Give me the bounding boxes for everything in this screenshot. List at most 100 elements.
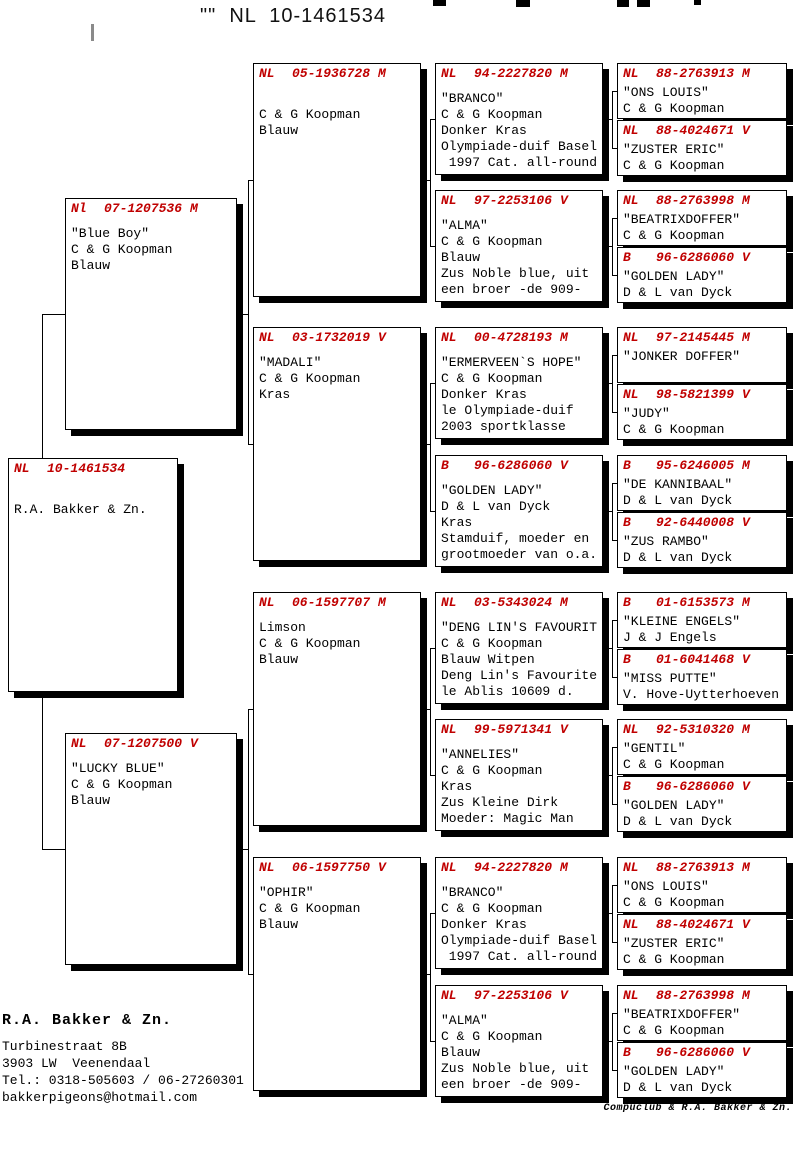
- connector-horizontal-line: [237, 314, 248, 315]
- box-text-line: Kras: [259, 387, 291, 402]
- box-text-line: Donker Kras: [441, 917, 527, 932]
- owner-street: Turbinestraat 8B: [2, 1039, 127, 1054]
- box-text-line: le Ablis 10609 d.: [441, 684, 574, 699]
- sex-letter: M: [378, 66, 386, 81]
- connector-horizontal-line: [612, 91, 617, 92]
- sex-letter: V: [742, 387, 750, 402]
- country-code: NL: [623, 917, 639, 932]
- ring-digits: 10-1461534: [47, 461, 126, 476]
- ring-digits: 03-5343024: [474, 595, 553, 610]
- sex-letter: V: [742, 515, 750, 530]
- box-text-line: "DE KANNIBAAL": [623, 477, 733, 492]
- connector-horizontal-line: [430, 119, 435, 120]
- connector-vertical-line: [430, 648, 431, 775]
- box-text-line: Moeder: Magic Man: [441, 811, 574, 826]
- box-text-line: Blauw: [71, 793, 111, 808]
- country-code: B: [623, 595, 631, 610]
- scan-artifact: [637, 0, 650, 7]
- connector-horizontal-line: [603, 913, 612, 914]
- country-code: NL: [623, 193, 639, 208]
- compuclub-credit: Compuclub & R.A. Bakker & Zn.: [603, 1103, 792, 1114]
- connector-vertical-line: [430, 119, 431, 246]
- sex-letter: M: [742, 988, 750, 1003]
- box-text-line: Blauw: [259, 652, 299, 667]
- box-text-line: Blauw Witpen: [441, 652, 535, 667]
- box-text-line: "ANNELIES": [441, 747, 520, 762]
- box-text-line: C & G Koopman: [259, 636, 361, 651]
- country-code: NL: [623, 330, 639, 345]
- connector-horizontal-line: [612, 540, 617, 541]
- ring-digits: 05-1936728: [292, 66, 371, 81]
- connector-horizontal-line: [612, 942, 617, 943]
- ring-digits: 94-2227820: [474, 66, 553, 81]
- sex-letter: V: [378, 860, 386, 875]
- connector-horizontal-line: [421, 974, 430, 975]
- owner-city: 3903 LW Veenendaal: [2, 1056, 151, 1071]
- country-code: NL: [441, 66, 457, 81]
- sex-letter: V: [742, 1045, 750, 1060]
- box-text-line: C & G Koopman: [441, 1029, 543, 1044]
- ring-digits: 92-6440008: [656, 515, 735, 530]
- box-text-line: Donker Kras: [441, 387, 527, 402]
- ring-digits: 94-2227820: [474, 860, 553, 875]
- box-text-line: [14, 486, 175, 502]
- ring-digits: 96-6286060: [656, 779, 735, 794]
- country-code: NL: [623, 860, 639, 875]
- ring-digits: 88-2763998: [656, 988, 735, 1003]
- box-text-line: "BEATRIXDOFFER": [623, 212, 741, 227]
- country-code: B: [623, 458, 631, 473]
- box-text-line: C & G Koopman: [441, 763, 543, 778]
- scan-artifact: [516, 0, 530, 7]
- box-text-line: "GOLDEN LADY": [623, 798, 725, 813]
- ring-digits: 88-4024671: [656, 917, 735, 932]
- box-text-line: C & G Koopman: [623, 158, 725, 173]
- scan-artifact: [617, 0, 629, 7]
- box-text-line: D & L van Dyck: [623, 493, 733, 508]
- country-code: NL: [259, 330, 275, 345]
- box-text-line: D & L van Dyck: [623, 550, 733, 565]
- box-text-line: Blauw: [259, 123, 299, 138]
- box-text-line: le Olympiade-duif: [441, 403, 574, 418]
- sex-letter: V: [742, 652, 750, 667]
- country-code: B: [623, 515, 631, 530]
- sex-letter: M: [560, 860, 568, 875]
- sex-letter: V: [190, 736, 198, 751]
- country-code: B: [441, 458, 449, 473]
- box-text-line: Zus Noble blue, uit: [441, 1061, 590, 1076]
- connector-horizontal-line: [612, 747, 617, 748]
- box-text-line: C & G Koopman: [623, 422, 725, 437]
- box-text-line: Blauw: [441, 250, 481, 265]
- box-text-line: "BRANCO": [441, 885, 504, 900]
- box-text-line: "Blue Boy": [71, 226, 150, 241]
- country-code: NL: [441, 988, 457, 1003]
- owner-block: R.A. Bakker & Zn. Turbinestraat 8B 3903 …: [2, 1012, 244, 1106]
- box-text-line: C & G Koopman: [259, 901, 361, 916]
- ring-digits: 88-4024671: [656, 123, 735, 138]
- sex-letter: V: [742, 917, 750, 932]
- ring-digits: 88-2763998: [656, 193, 735, 208]
- box-text-line: "JUDY": [623, 406, 670, 421]
- box-text-line: "DENG LIN'S FAVOURIT: [441, 620, 598, 635]
- sex-letter: V: [742, 779, 750, 794]
- box-text-line: Zus Noble blue, uit: [441, 266, 590, 281]
- box-text-line: C & G Koopman: [71, 777, 173, 792]
